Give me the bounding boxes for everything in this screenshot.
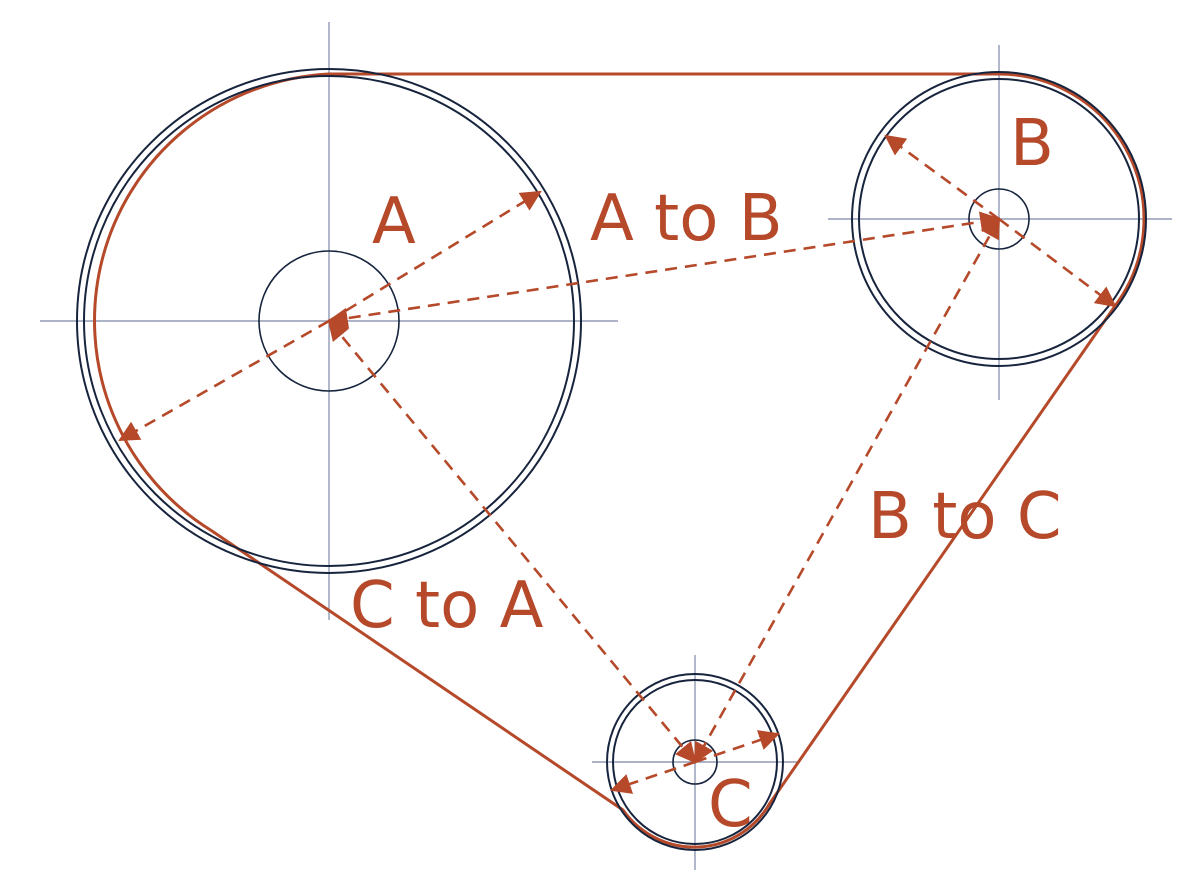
label-span-b-to-c: B to C <box>868 480 1062 554</box>
labels: A B C A to B B to C C to A <box>350 107 1062 842</box>
dimension-center-c-to-a <box>327 319 697 764</box>
radius-a-lower <box>118 319 330 442</box>
label-pulley-c: C <box>708 768 753 842</box>
label-pulley-b: B <box>1010 107 1054 181</box>
radius-c-right <box>694 730 780 764</box>
dimension-center-b-to-c <box>693 217 1001 764</box>
label-pulley-a: A <box>372 185 416 259</box>
label-span-a-to-b: A to B <box>590 182 783 256</box>
radius-b-upper <box>884 134 1000 221</box>
centerlines <box>40 22 1172 870</box>
radius-b-lower <box>998 217 1117 308</box>
dimension-lines <box>118 134 1117 794</box>
radius-c-left <box>610 760 696 794</box>
belt-loop <box>93 72 1146 849</box>
label-span-c-to-a: C to A <box>350 569 544 643</box>
radius-a-upper <box>328 190 542 323</box>
